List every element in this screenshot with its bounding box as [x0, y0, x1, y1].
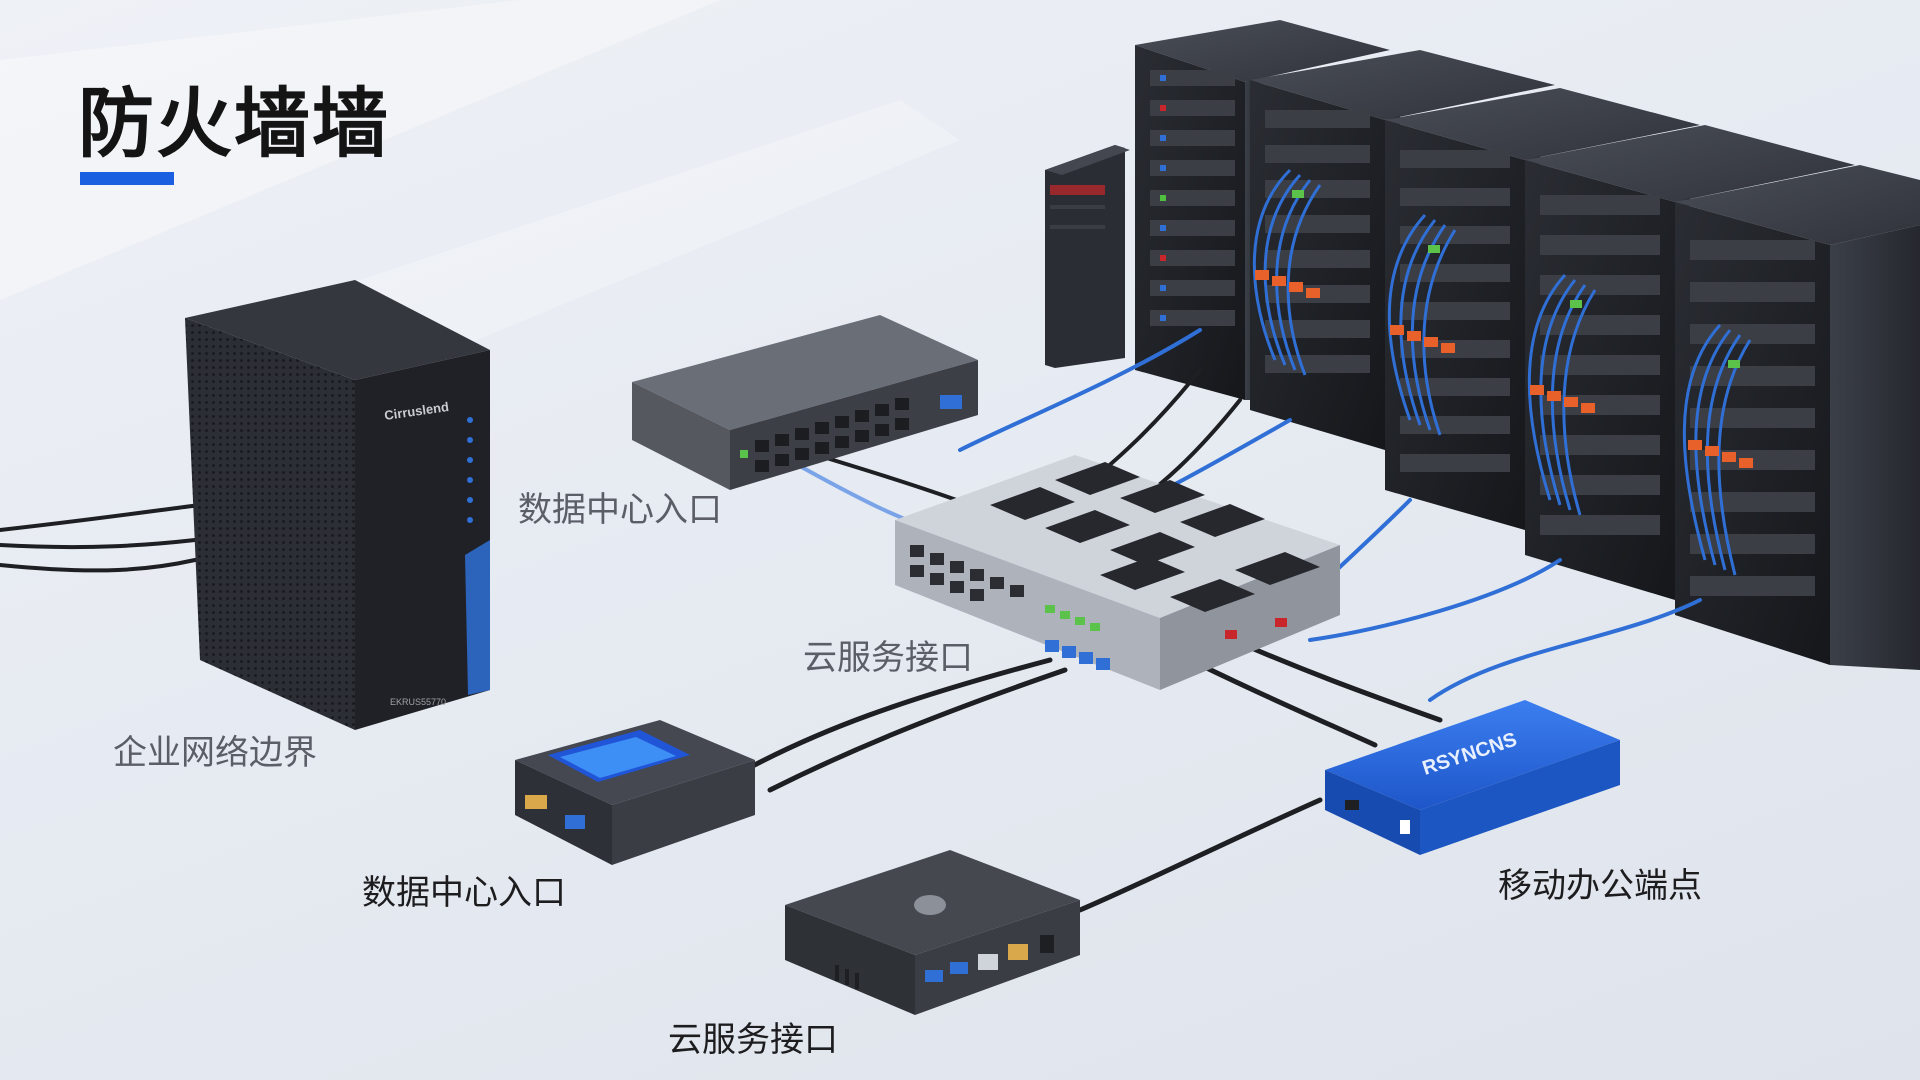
core-switch: [895, 455, 1340, 690]
server-rack-3: [1385, 88, 1700, 530]
title-accent-bar: [80, 172, 174, 185]
mini-pc: [785, 850, 1080, 1015]
rack-3-connectors: [1390, 245, 1455, 353]
core-switch-green-leds: [1045, 605, 1100, 631]
rack-2-connectors: [1255, 190, 1320, 298]
label-cloud-interface-lower: 云服务接口: [668, 1020, 838, 1060]
rack-5-units: [1690, 240, 1815, 596]
tower-led-strip: [467, 417, 473, 523]
core-switch-blue-plugs: [1045, 640, 1110, 670]
rack-switch: [632, 315, 978, 490]
mobile-endpoint-box: RSYNCNS: [1325, 700, 1620, 855]
server-rack-5: [1675, 165, 1920, 670]
core-switch-ports: [910, 545, 1024, 601]
label-enterprise-boundary: 企业网络边界: [113, 733, 317, 773]
switch-port-grid: [755, 398, 909, 472]
core-switch-red-plugs: [1225, 618, 1287, 639]
mini-pc-ports: [835, 935, 1054, 989]
display-gateway: [515, 720, 755, 865]
label-mobile-endpoint: 移动办公端点: [1498, 866, 1702, 906]
server-rack-2: [1250, 50, 1555, 450]
page-title: 防火墙墙: [78, 79, 390, 168]
label-datacenter-entry-upper: 数据中心入口: [518, 490, 722, 530]
rear-server: [1045, 145, 1130, 368]
rack-4-units: [1540, 195, 1660, 535]
enterprise-tower: Cirruslend EKRUS55770: [185, 280, 490, 730]
server-rack-row: [1045, 20, 1920, 670]
rack-3-units: [1400, 150, 1510, 472]
tower-model-text: EKRUS55770: [390, 697, 446, 707]
label-datacenter-entry-lower: 数据中心入口: [362, 873, 566, 913]
core-switch-modules: [990, 462, 1320, 612]
rack-4-connectors: [1530, 300, 1595, 413]
rack-5-connectors: [1688, 360, 1753, 468]
server-rack-4: [1525, 125, 1855, 600]
apple-logo-icon: [914, 895, 946, 915]
rack-1-units: [1150, 70, 1235, 326]
label-cloud-interface-upper: 云服务接口: [803, 638, 973, 678]
